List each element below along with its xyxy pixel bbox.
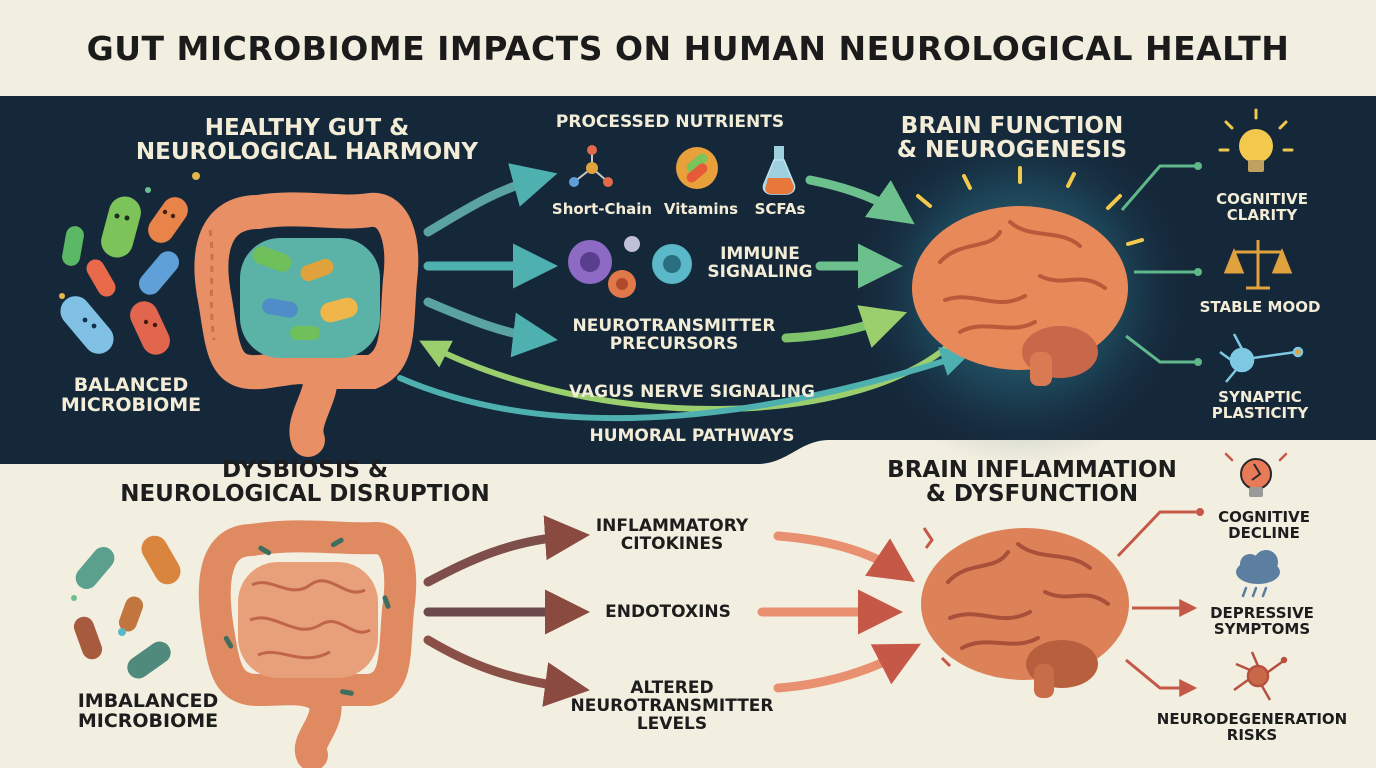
- balance-scale-icon: [1223, 240, 1293, 290]
- imbalanced-bacteria-group: [71, 535, 181, 679]
- neuron-icon: [1219, 333, 1304, 383]
- immune-signaling-label: IMMUNE SIGNALING: [707, 244, 813, 282]
- rain-cloud-icon: [1236, 550, 1280, 598]
- broken-lightbulb-icon: [1224, 452, 1288, 497]
- brain-inflammation-heading: BRAIN INFLAMMATION & DYSFUNCTION: [887, 457, 1177, 508]
- imbalanced-microbiome-label: IMBALANCED MICROBIOME: [77, 690, 219, 732]
- molecule-icon: [569, 145, 613, 187]
- damaged-neuron-icon: [1233, 651, 1288, 701]
- dysbiosis-outcome-connectors: [1116, 510, 1198, 697]
- healthy-gut: [194, 192, 419, 457]
- flask-icon: [762, 146, 796, 195]
- lightbulb-icon: [1218, 108, 1294, 172]
- healthy-brain: [912, 206, 1128, 386]
- neurotransmitter-precursors-label: NEUROTRANSMITTER PRECURSORS: [572, 316, 776, 354]
- vagus-nerve-label: VAGUS NERVE SIGNALING: [569, 382, 815, 402]
- healthy-arrows: [397, 163, 972, 422]
- pathway-inflammatory-cytokines: INFLAMMATORY CITOKINES: [595, 516, 749, 554]
- nutrient-label-short-chain: Short-Chain: [551, 200, 653, 218]
- outcome-neurodegeneration-risks: NEURODEGENERATION RISKS: [1156, 710, 1348, 744]
- imbalanced-gut: [198, 520, 417, 768]
- nutrient-label-vitamins: Vitamins: [663, 200, 739, 218]
- outcome-cognitive-decline: COGNITIVE DECLINE: [1218, 508, 1310, 542]
- brain-function-heading: BRAIN FUNCTION & NEUROGENESIS: [896, 113, 1128, 164]
- nutrients-heading: PROCESSED NUTRIENTS: [555, 112, 785, 132]
- pathway-altered-neurotransmitter: ALTERED NEUROTRANSMITTER LEVELS: [570, 678, 774, 734]
- brain-rays: [916, 166, 1144, 246]
- balanced-bacteria-group: [59, 172, 200, 355]
- healthy-heading: HEALTHY GUT & NEUROLOGICAL HARMONY: [135, 115, 479, 166]
- outcome-cognitive-clarity: COGNITIVE CLARITY: [1216, 190, 1308, 224]
- immune-cell-icons: [568, 236, 692, 298]
- outcome-stable-mood: STABLE MOOD: [1199, 298, 1321, 316]
- inflamed-brain: [921, 527, 1129, 698]
- outcome-depressive-symptoms: DEPRESSIVE SYMPTOMS: [1210, 604, 1314, 638]
- outcome-synaptic-plasticity: SYNAPTIC PLASTICITY: [1211, 388, 1309, 422]
- nutrient-label-scfas: SCFAs: [754, 200, 806, 218]
- humoral-pathways-label: HUMORAL PATHWAYS: [589, 426, 795, 446]
- dysbiosis-heading: DYSBIOSIS & NEUROLOGICAL DISRUPTION: [120, 457, 490, 508]
- vitamin-capsule-icon: [676, 147, 718, 189]
- healthy-outcome-connectors: [1120, 164, 1196, 364]
- pathway-endotoxins: ENDOTOXINS: [605, 602, 731, 622]
- dysbiosis-arrows: [423, 515, 922, 707]
- page-title: GUT MICROBIOME IMPACTS ON HUMAN NEUROLOG…: [86, 29, 1290, 68]
- balanced-microbiome-label: BALANCED MICROBIOME: [60, 374, 202, 416]
